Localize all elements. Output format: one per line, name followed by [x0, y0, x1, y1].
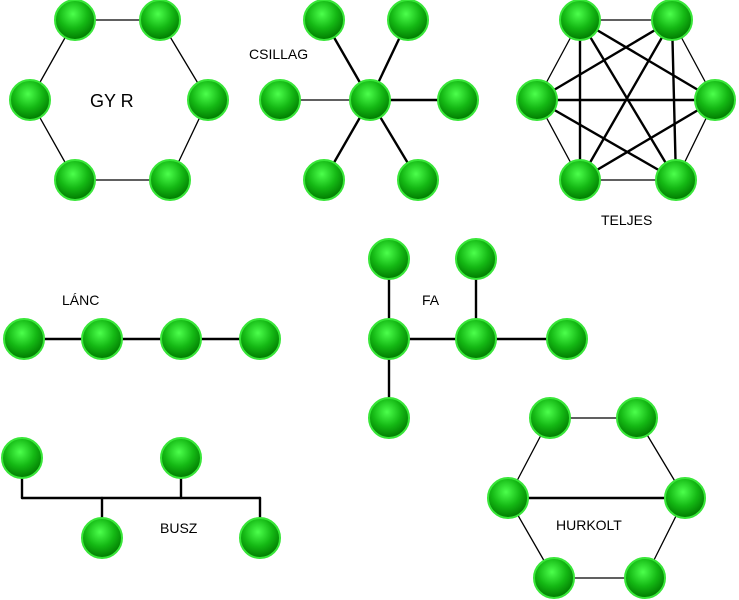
ring-node — [54, 0, 96, 41]
tree-node — [368, 318, 410, 360]
ring-node — [54, 159, 96, 201]
mesh-node — [664, 477, 706, 519]
ring-node — [149, 159, 191, 201]
bus-node — [160, 437, 202, 479]
chain-node — [3, 318, 45, 360]
complete-node — [516, 79, 558, 121]
star-hub-node — [349, 79, 391, 121]
ring-topology: GY R — [9, 0, 229, 201]
mesh-node — [533, 557, 575, 599]
complete-node — [651, 0, 693, 41]
complete-node — [694, 79, 736, 121]
tree-node — [546, 318, 588, 360]
mesh-edges — [506, 417, 687, 579]
star-node — [303, 0, 345, 41]
star-label: CSILLAG — [249, 46, 308, 62]
complete-label: TELJES — [601, 212, 652, 228]
ring-node — [9, 79, 51, 121]
bus-node — [1, 437, 43, 479]
tree-node — [455, 318, 497, 360]
chain-label: LÁNC — [62, 292, 99, 308]
bus-label: BUSZ — [160, 520, 198, 536]
mesh-node — [616, 397, 658, 439]
mesh-topology: HURKOLT — [487, 397, 706, 599]
mesh-node — [624, 557, 666, 599]
mesh-node — [529, 397, 571, 439]
complete-node — [559, 159, 601, 201]
mesh-label: HURKOLT — [556, 517, 622, 533]
complete-edges — [535, 18, 717, 182]
mesh-node — [487, 477, 529, 519]
chain-node — [239, 318, 281, 360]
star-node — [303, 159, 345, 201]
tree-label: FA — [422, 292, 440, 308]
complete-node — [655, 159, 697, 201]
chain-node — [81, 318, 123, 360]
star-node — [387, 0, 429, 41]
ring-node — [187, 79, 229, 121]
tree-topology: FA — [368, 238, 588, 439]
ring-label: GY R — [90, 91, 134, 111]
tree-node — [368, 238, 410, 280]
bus-edges — [20, 456, 262, 540]
bus-topology: BUSZ — [1, 437, 281, 559]
tree-node — [368, 397, 410, 439]
star-node — [259, 79, 301, 121]
complete-node — [559, 0, 601, 41]
star-node — [397, 159, 439, 201]
complete-topology: TELJES — [516, 0, 736, 228]
star-topology: CSILLAG — [249, 0, 479, 201]
tree-node — [455, 238, 497, 280]
bus-node — [81, 517, 123, 559]
chain-topology: LÁNC — [3, 292, 281, 360]
ring-node — [139, 0, 181, 41]
chain-node — [160, 318, 202, 360]
star-node — [437, 79, 479, 121]
bus-node — [239, 517, 281, 559]
